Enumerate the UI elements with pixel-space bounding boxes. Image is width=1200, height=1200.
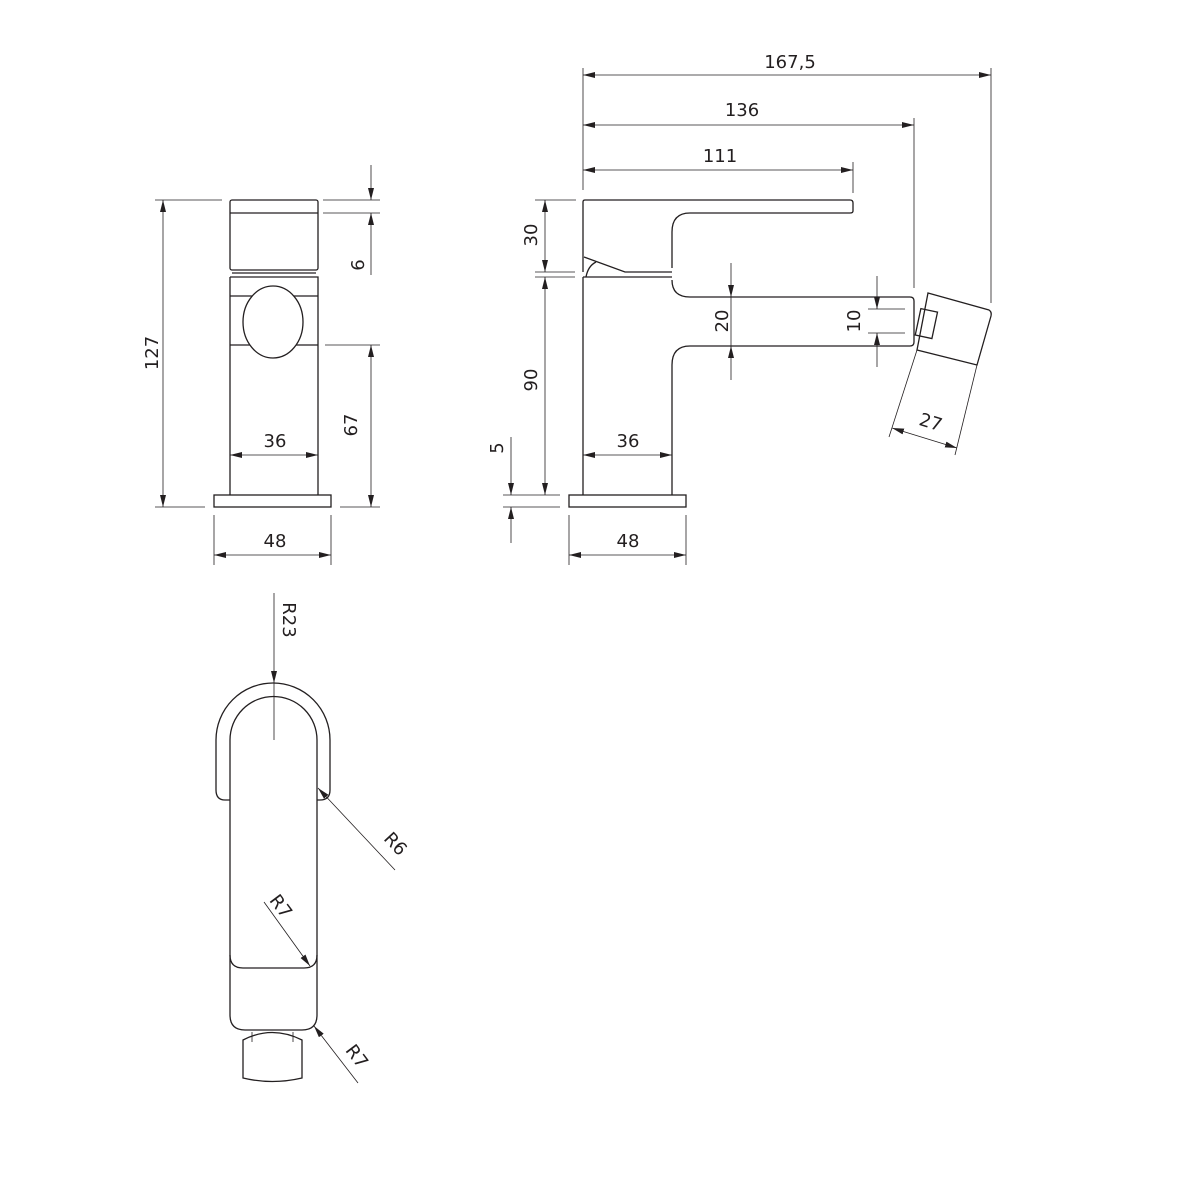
dim-body-height: 90	[521, 369, 542, 392]
dim-cap-height: 6	[348, 259, 369, 270]
body	[229, 276, 319, 495]
dim-base-width: 48	[264, 531, 287, 552]
dim-radius-bottom: R7	[341, 1041, 372, 1073]
dim-body-width: 36	[617, 431, 640, 452]
dim-height-total: 127	[142, 336, 163, 370]
spray-head-top	[242, 1031, 303, 1083]
spout-outlet	[242, 285, 304, 359]
dim-body-width: 36	[264, 431, 287, 452]
body-outline	[229, 695, 318, 1031]
base-plate	[213, 494, 332, 508]
side-view: 167,5 136 111 30 90 5 20 10 36 48 27	[487, 52, 992, 565]
lever-block	[229, 199, 319, 271]
dim-lever-length: 111	[703, 146, 737, 167]
dim-spout-thickness: 20	[712, 310, 733, 333]
dim-spout-reach: 136	[725, 100, 759, 121]
front-view: 127 6 67 36 48	[142, 165, 380, 565]
base-plate	[568, 494, 687, 508]
dim-spray-head-width: 27	[917, 409, 945, 436]
dim-lever-height: 30	[521, 224, 542, 247]
dim-base-width: 48	[617, 531, 640, 552]
lever-outline	[215, 682, 331, 801]
dim-lever-height: 67	[341, 414, 362, 437]
nozzle	[914, 307, 939, 340]
lever	[582, 199, 854, 272]
dim-outlet-diameter: 10	[844, 310, 865, 333]
dim-radius-top: R23	[278, 602, 299, 637]
dim-radius-side: R6	[379, 828, 411, 860]
top-view: R23 R6 R7 R7	[215, 593, 411, 1084]
dim-radius-inner: R7	[265, 891, 296, 923]
dim-overall-length: 167,5	[764, 52, 816, 73]
spray-head	[916, 292, 992, 366]
dim-base-thickness: 5	[487, 442, 508, 453]
body-and-spout	[582, 277, 915, 495]
